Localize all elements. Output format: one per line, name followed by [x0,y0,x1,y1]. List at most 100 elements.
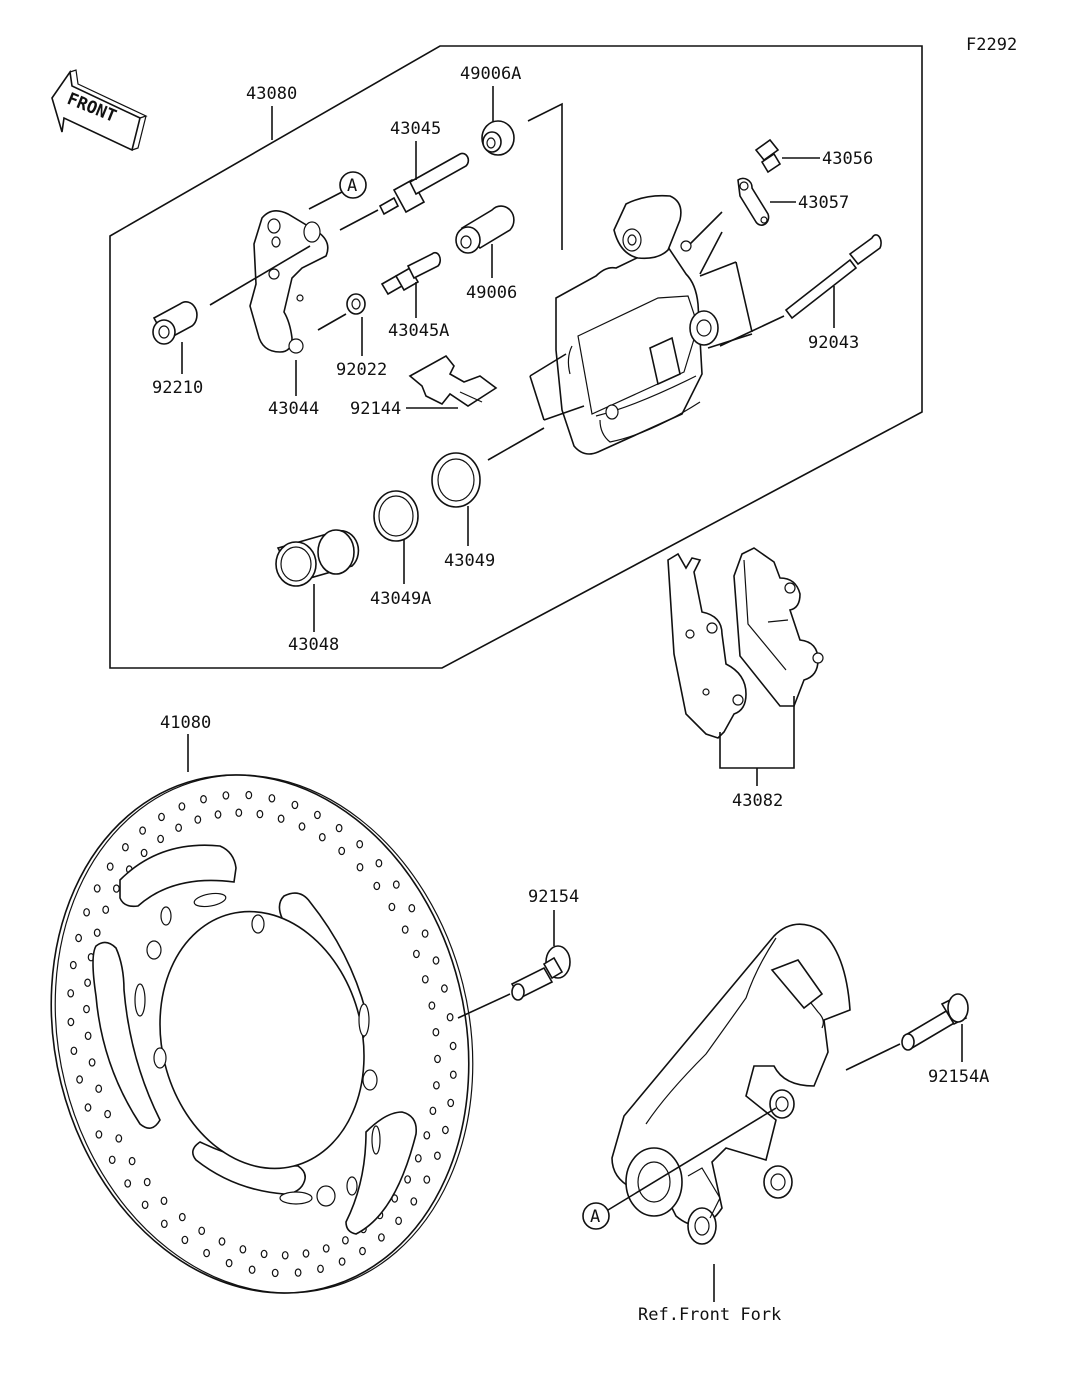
label-43057: 43057 [798,193,849,213]
disc-drill-hole [128,1156,136,1166]
disc-drill-hole [260,1249,268,1259]
label-43045A: 43045A [388,321,449,341]
label-43044: 43044 [268,399,319,419]
disc-drill-hole [434,1054,441,1064]
disc-drill-hole [314,810,321,820]
disc-drill-hole [271,1268,279,1278]
disc-drill-hole [214,810,222,819]
disc-drill-hole [414,1154,422,1163]
disc-drill-hole [401,925,409,934]
part-43048 [275,529,360,587]
disc-drill-hole [76,1075,83,1084]
disc-drill-hole [302,1249,310,1258]
disc-drill-hole [178,802,186,811]
disc-drill-hole [395,1216,403,1226]
part-43057 [737,177,770,226]
disc-drill-hole [442,1125,449,1135]
disc-drill-hole [356,840,364,849]
disc-drill-hole [67,1017,75,1027]
disc-drill-hole [446,1013,454,1022]
disc-drill-hole [157,834,165,844]
disc-drill-hole [356,863,364,872]
part-43049 [431,452,481,508]
svg-text:A: A [590,1207,600,1227]
disc-drill-hole [140,848,148,858]
disc-drill-hole [449,1070,457,1079]
disc-drill-hole [121,843,129,852]
disc-drill-hole [235,808,243,817]
part-caliper-body [555,194,719,455]
disc-drill-hole [378,1233,385,1242]
svg-text:A: A [347,176,357,196]
label-43082: 43082 [732,791,783,811]
disc-drill-hole [83,908,90,917]
part-43082-pad-left [667,552,747,739]
part-92022 [346,293,366,315]
disc-drill-hole [322,1244,330,1253]
label-43048: 43048 [288,635,339,655]
disc-drill-hole [256,809,264,819]
part-92144 [408,354,498,407]
disc-drill-hole [338,846,346,856]
disc-drill-hole [298,822,306,831]
label-43080: 43080 [246,84,297,104]
disc-drill-hole [112,884,120,893]
disc-drill-hole [294,1268,302,1277]
callout-a-top: A [339,171,367,199]
callout-a-bottom: A [582,1202,610,1230]
figure-code: F2292 [966,35,1017,55]
disc-drill-hole [441,984,448,993]
disc-drill-hole [338,1257,346,1266]
disc-drill-hole [115,1134,123,1143]
label-49006: 49006 [466,283,517,303]
disc-drill-hole [359,1246,366,1256]
disc-drill-hole [67,989,75,998]
disc-drill-hole [449,1041,457,1051]
disc-drill-hole [104,1109,111,1119]
label-43049: 43049 [444,551,495,571]
disc-drill-hole [421,975,429,984]
part-43082-pad-right [733,547,824,707]
part-41080-brake-disc [50,774,474,1294]
disc-drill-hole [392,880,400,889]
label-43049A: 43049A [370,589,431,609]
disc-drill-hole [198,1226,206,1236]
disc-drill-hole [143,1177,151,1187]
disc-drill-hole [423,1131,431,1140]
disc-drill-hole [277,814,285,823]
label-92144: 92144 [350,399,401,419]
part-92043 [784,234,882,320]
disc-drill-hole [93,884,101,893]
label-41080: 41080 [160,713,211,733]
part-43045 [378,152,470,216]
disc-drill-hole [75,933,82,943]
disc-drill-hole [222,791,230,800]
front-arrow-icon: FRONT [51,69,148,152]
part-43056 [754,138,782,174]
disc-drill-hole [373,881,381,891]
disc-drill-hole [203,1248,211,1258]
disc-drill-hole [84,1103,92,1112]
disc-drill-hole [447,1098,455,1108]
disc-drill-hole [95,1130,103,1139]
disc-drill-hole [95,1084,103,1093]
label-92043: 92043 [808,333,859,353]
disc-drill-hole [245,790,253,800]
disc-drill-hole [178,1212,186,1222]
disc-drill-hole [160,1196,168,1206]
disc-drill-hole [160,1219,168,1229]
part-43044 [249,210,329,354]
part-92154 [510,945,571,1001]
disc-drill-hole [141,1200,149,1210]
disc-drill-hole [93,928,101,937]
disc-drill-hole [218,1237,226,1246]
disc-drill-hole [410,1197,418,1206]
label-92154: 92154 [528,887,579,907]
disc-drill-hole [102,905,110,914]
disc-drill-hole [84,1031,92,1041]
disc-drill-hole [318,833,326,842]
disc-drill-hole [181,1235,189,1245]
disc-drill-hole [433,1081,440,1090]
disc-drill-hole [83,1004,90,1014]
disc-drill-hole [404,1175,412,1184]
